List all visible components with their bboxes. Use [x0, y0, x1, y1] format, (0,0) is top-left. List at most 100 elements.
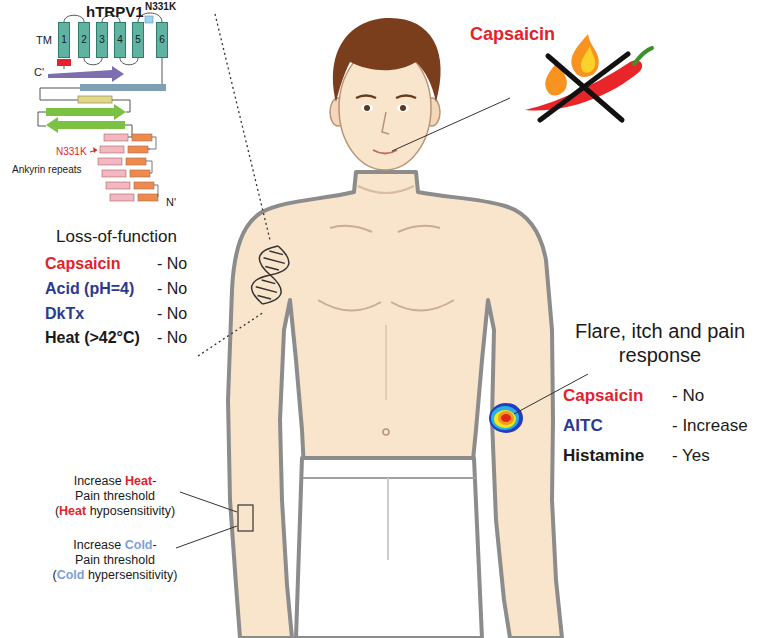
human-figure-part	[387, 478, 389, 560]
protein-topology-part-part	[128, 146, 148, 153]
protein-topology-part	[145, 16, 153, 23]
helix-number: 3	[99, 35, 105, 45]
terminus-label: C'	[34, 66, 44, 79]
helix-box: 4	[114, 22, 126, 58]
response-value: - No	[157, 305, 187, 324]
response-value: - No	[672, 386, 704, 406]
human-figure-part	[400, 105, 406, 111]
human-figure-part	[361, 104, 373, 112]
human-figure-part	[296, 458, 482, 638]
pepper-icon-part	[540, 54, 628, 120]
protein-topology-part-part	[130, 170, 150, 177]
text-run: Flare, itch and pain	[575, 320, 745, 342]
stimulus-name: Heat (>42°C)	[45, 329, 140, 348]
heat-map-spot-part	[501, 414, 511, 422]
helix-box: 1	[58, 22, 70, 58]
protein-topology-part	[98, 134, 158, 201]
protein-topology-part	[57, 59, 71, 66]
protein-topology-part	[146, 137, 158, 197]
protein-topology-part-part	[138, 194, 158, 201]
protein-topology-part-part	[126, 158, 146, 165]
dna-icon-part	[248, 242, 293, 308]
loop-connector	[120, 58, 138, 65]
human-figure-part	[356, 96, 416, 99]
response-value: - No	[157, 255, 187, 274]
leader-line	[176, 98, 588, 548]
helix-number: 6	[159, 35, 165, 45]
human-figure-part	[358, 186, 414, 193]
protein-topology-part	[40, 88, 80, 100]
text-run: Increase	[73, 538, 124, 552]
section-heading: Loss-of-function	[56, 227, 177, 247]
helix-box: 6	[156, 22, 168, 58]
section-heading: Flare, itch and pain response	[560, 320, 760, 367]
human-figure-part	[303, 477, 476, 479]
protein-topology-part-part	[104, 134, 128, 141]
protein-topology-part	[78, 96, 112, 103]
text-run: -	[152, 474, 156, 488]
dna-icon-part	[248, 242, 293, 308]
human-figure-part	[385, 325, 387, 400]
text-run: hyposensitivity)	[86, 504, 175, 518]
response-value: - Yes	[672, 446, 710, 466]
helix-number: 4	[117, 35, 123, 45]
protein-topology-part-part	[100, 146, 124, 153]
text-run: Increase	[74, 474, 125, 488]
text-run: (	[52, 568, 56, 582]
human-figure-part	[228, 172, 562, 638]
protein-topology-part-part	[106, 182, 130, 189]
helix-number: 1	[61, 35, 67, 45]
helix-box: 2	[78, 22, 90, 58]
stimulus-name: DkTx	[45, 305, 84, 324]
threshold-note: Increase Cold- Pain threshold (Cold hype…	[30, 538, 200, 582]
human-figure-part	[383, 429, 389, 435]
protein-topology-part-part	[132, 134, 152, 141]
text-run: response	[619, 344, 701, 366]
protein-topology-part-part	[134, 182, 154, 189]
heat-map-spot-part	[489, 403, 523, 433]
protein-topology-part-part	[110, 194, 134, 201]
response-value: - Increase	[672, 416, 748, 436]
stimulus-name: Histamine	[563, 446, 644, 466]
dotted-leader-part	[215, 14, 270, 240]
stimulus-name: Acid (pH=4)	[45, 280, 134, 299]
domain-label: TM	[36, 34, 52, 47]
text-run: -	[153, 538, 157, 552]
mutation-superscript: N331K	[145, 1, 176, 13]
pepper-icon	[525, 34, 652, 120]
dotted-leader	[198, 14, 270, 356]
dna-icon-part	[254, 250, 287, 300]
protein-topology-part	[64, 66, 65, 69]
text-run: Cold	[125, 538, 153, 552]
heat-map-spot-part	[498, 411, 514, 425]
pepper-icon-part	[581, 46, 595, 73]
human-figure-part	[364, 105, 370, 111]
protein-topology-part	[80, 84, 166, 91]
helix-number: 2	[81, 35, 87, 45]
protein-topology-part	[38, 112, 46, 126]
protein-topology-part	[48, 66, 124, 82]
loop-connector	[84, 58, 102, 65]
helix-box: 3	[96, 22, 108, 58]
leader-line-part	[392, 98, 510, 151]
leader-line-part	[176, 526, 237, 548]
mutation-label: N331K	[56, 146, 87, 158]
human-figure-part	[382, 112, 389, 134]
human-figure-part	[397, 104, 409, 112]
protein-topology-part	[93, 147, 97, 153]
pepper-icon-part	[634, 48, 652, 64]
threshold-note: Increase Heat- Pain threshold (Heat hypo…	[30, 474, 200, 518]
human-figure-part	[330, 226, 440, 232]
human-figure-part	[333, 18, 441, 102]
protein-topology-part-part	[102, 170, 126, 177]
text-run: hypersensitivity)	[84, 568, 177, 582]
stimulus-name: Capsaicin	[563, 386, 643, 406]
helix-number: 5	[135, 35, 141, 45]
protein-topology-part	[46, 117, 125, 133]
text-run: (	[55, 504, 59, 518]
text-run: Pain threshold	[75, 553, 155, 567]
protein-name: hTRPV1	[86, 3, 144, 21]
stimulus-name: Capsaicin	[470, 24, 555, 45]
response-value: - No	[157, 280, 187, 299]
